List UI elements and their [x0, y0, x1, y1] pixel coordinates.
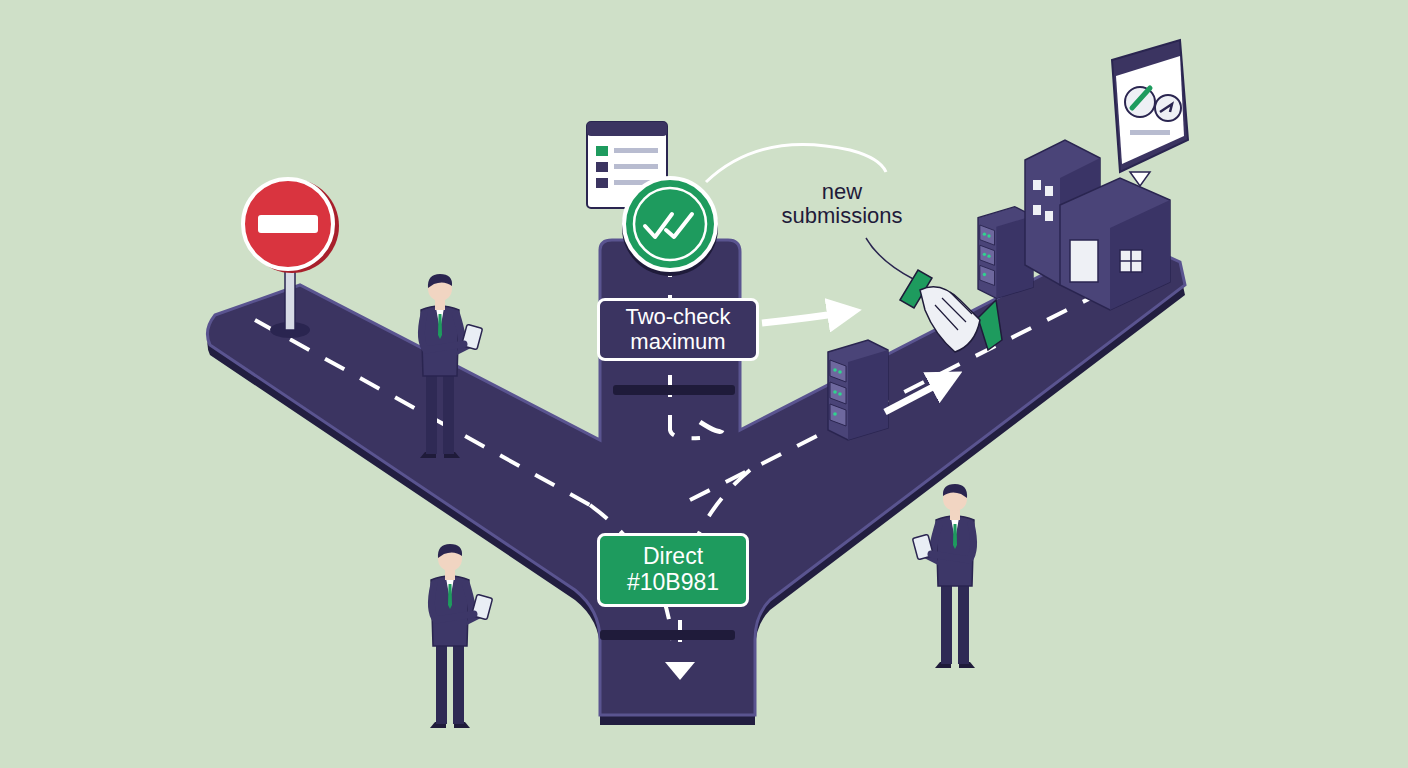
- server-rack: [828, 340, 888, 440]
- flow-curve: [706, 144, 886, 182]
- flow-arrow: [885, 378, 950, 412]
- box-content: Direct #10B981: [608, 544, 738, 596]
- person: [430, 544, 493, 728]
- office-buildings: [1025, 140, 1170, 310]
- box-content: Two-check maximum: [608, 305, 748, 354]
- app-window: [1112, 40, 1188, 186]
- handshake: [900, 270, 1002, 352]
- box-text: Two-check maximum: [608, 305, 748, 354]
- flow-label: new submissions: [762, 180, 922, 228]
- road-bar: [613, 385, 735, 395]
- no-entry-sign: [243, 179, 339, 338]
- leader-line: [866, 238, 915, 280]
- road-bar: [600, 630, 735, 640]
- flow-arrow: [762, 312, 848, 323]
- route-box: Direct #10B981: [597, 533, 749, 607]
- check-badge: [622, 178, 718, 276]
- person: [912, 484, 975, 668]
- person: [420, 274, 483, 458]
- box-text: Direct #10B981: [608, 544, 738, 596]
- down-arrow: [665, 662, 695, 680]
- limit-box: Two-check maximum: [597, 298, 759, 361]
- road: [207, 235, 1185, 725]
- lane-markings: [255, 255, 1150, 660]
- flow-curve: [700, 422, 722, 431]
